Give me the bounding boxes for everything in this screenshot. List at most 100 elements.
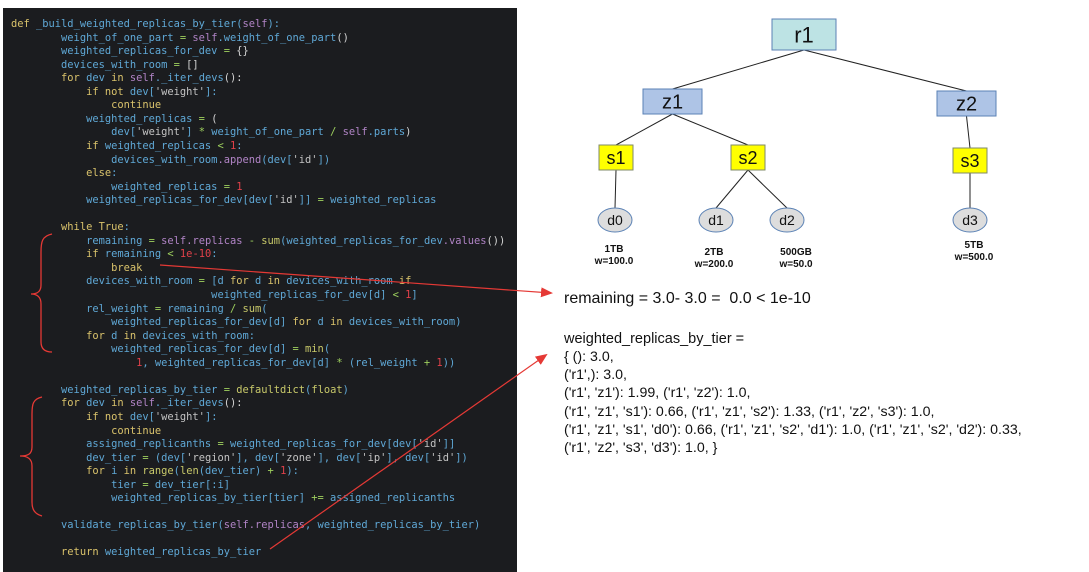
code-token: if not xyxy=(11,85,130,98)
device-ellipse xyxy=(769,207,805,233)
device-weight: w=50.0 xyxy=(778,259,813,270)
code-token: weighted_replicas_for_dev[d] xyxy=(11,316,293,329)
code-token: (dev[ xyxy=(148,451,187,464)
code-token: continue xyxy=(11,99,162,112)
code-token: 1e-10 xyxy=(173,248,212,261)
edge-r1-z1 xyxy=(672,49,805,90)
code-token: for xyxy=(11,465,112,478)
edge-r1-z2 xyxy=(803,49,967,92)
code-token: .values xyxy=(442,234,487,247)
code-token: for xyxy=(11,397,87,410)
device-ellipse xyxy=(698,207,734,233)
code-token: weight_of_one_part xyxy=(11,31,180,44)
node-box xyxy=(952,147,988,174)
code-token: weighted_replicas_for_dev[d] xyxy=(11,343,293,356)
code-line: continue xyxy=(11,99,161,113)
code-token: in xyxy=(330,316,349,329)
code-token: devices_with_room) xyxy=(348,316,462,329)
code-token: self xyxy=(336,126,368,139)
code-token: 1 xyxy=(229,180,243,193)
code-token: (dev[ xyxy=(261,153,293,166)
edge-z1-s2 xyxy=(672,113,749,146)
device-label: d1 xyxy=(708,212,724,228)
edge-s2-d2 xyxy=(747,169,788,209)
code-token: 'weight' xyxy=(136,126,187,139)
device-label: d2 xyxy=(779,212,795,228)
device-weight: w=200.0 xyxy=(694,259,734,270)
code-line: if remaining < 1e-10: xyxy=(11,248,217,262)
code-token: 1 xyxy=(11,356,143,369)
code-token: * xyxy=(198,126,205,139)
code-token: _build_weighted_replicas_by_tier( xyxy=(36,18,243,30)
code-token: dev[ xyxy=(129,410,155,423)
code-token: = xyxy=(148,234,155,247)
code-token: () xyxy=(336,31,349,44)
code-token: = xyxy=(142,478,149,491)
device-label: d0 xyxy=(607,212,623,228)
code-token: weighted_replicas_for_dev[dev[ xyxy=(11,194,274,207)
code-token: weighted_replicas xyxy=(11,180,224,193)
code-token: 'id' xyxy=(273,194,299,207)
code-token: validate_replicas_by_tier( xyxy=(11,519,224,532)
code-line: else: xyxy=(11,167,117,181)
code-token: ] xyxy=(186,126,199,139)
code-token: [] xyxy=(179,58,199,71)
code-token: for xyxy=(11,72,87,85)
code-token: dev[ xyxy=(129,85,155,98)
code-token: < xyxy=(217,139,224,152)
code-token: ]) xyxy=(317,153,331,166)
node-box xyxy=(642,88,703,115)
code-token: .parts xyxy=(367,126,406,139)
code-line: for dev in self._iter_devs(): xyxy=(11,72,243,86)
code-token: = xyxy=(198,112,205,125)
code-token: ] xyxy=(411,289,418,301)
tree-edges xyxy=(614,49,971,209)
code-token: self xyxy=(154,234,187,247)
code-line: weighted_replicas = 1 xyxy=(11,181,242,195)
code-token: in xyxy=(123,465,143,478)
code-token: dev_tier xyxy=(11,451,143,464)
code-line: weighted_replicas_for_dev[d] for d in de… xyxy=(11,316,461,330)
code-line: devices_with_room.append(dev['id']) xyxy=(11,154,330,168)
code-token: 'region' xyxy=(186,451,237,464)
code-token: < xyxy=(167,248,174,261)
code-line: weighted_replicas_for_dev[dev['id']] = w… xyxy=(11,194,436,208)
code-token: for xyxy=(11,329,112,342)
code-token: i xyxy=(111,465,124,478)
device-size: 5TB xyxy=(965,240,984,251)
code-token: weighted_replicas xyxy=(11,112,199,125)
code-token: 'id' xyxy=(292,153,318,166)
code-token: = xyxy=(317,194,324,207)
code-token: weighted_replicas xyxy=(104,139,218,152)
node-label: s3 xyxy=(960,151,979,171)
code-line: devices_with_room = [] xyxy=(11,59,199,73)
code-token: ()) xyxy=(486,234,506,247)
server-node-s1: s1 xyxy=(598,144,634,171)
code-token: / xyxy=(229,302,237,315)
code-line: dev['weight'] * weight_of_one_part / sel… xyxy=(11,126,411,140)
code-token: weighted_replicas_by_tier xyxy=(104,546,262,559)
server-node-s2: s2 xyxy=(730,144,766,171)
code-token: def xyxy=(11,18,37,30)
code-token: = xyxy=(154,302,162,315)
code-token: ( xyxy=(323,343,331,356)
code-token: for xyxy=(292,316,318,329)
code-line: weight_of_one_part = self.weight_of_one_… xyxy=(11,32,349,46)
node-label: z2 xyxy=(956,94,977,116)
code-token: .weight_of_one_part xyxy=(217,31,337,44)
code-token: devices_with_room xyxy=(11,58,174,71)
code-token: .replicas xyxy=(186,234,243,247)
code-token: ._iter_devs xyxy=(154,397,224,410)
code-token: d xyxy=(317,316,331,329)
device-size: 1TB xyxy=(605,244,624,255)
code-token: = xyxy=(292,343,299,356)
code-token: min xyxy=(298,343,324,356)
code-token: 1 xyxy=(398,289,412,301)
code-token: = xyxy=(217,438,224,451)
code-line: remaining = self.replicas - sum(weighted… xyxy=(11,235,505,249)
zone-node-z2: z2 xyxy=(936,90,997,117)
code-line: for dev in self._iter_devs(): xyxy=(11,397,243,411)
